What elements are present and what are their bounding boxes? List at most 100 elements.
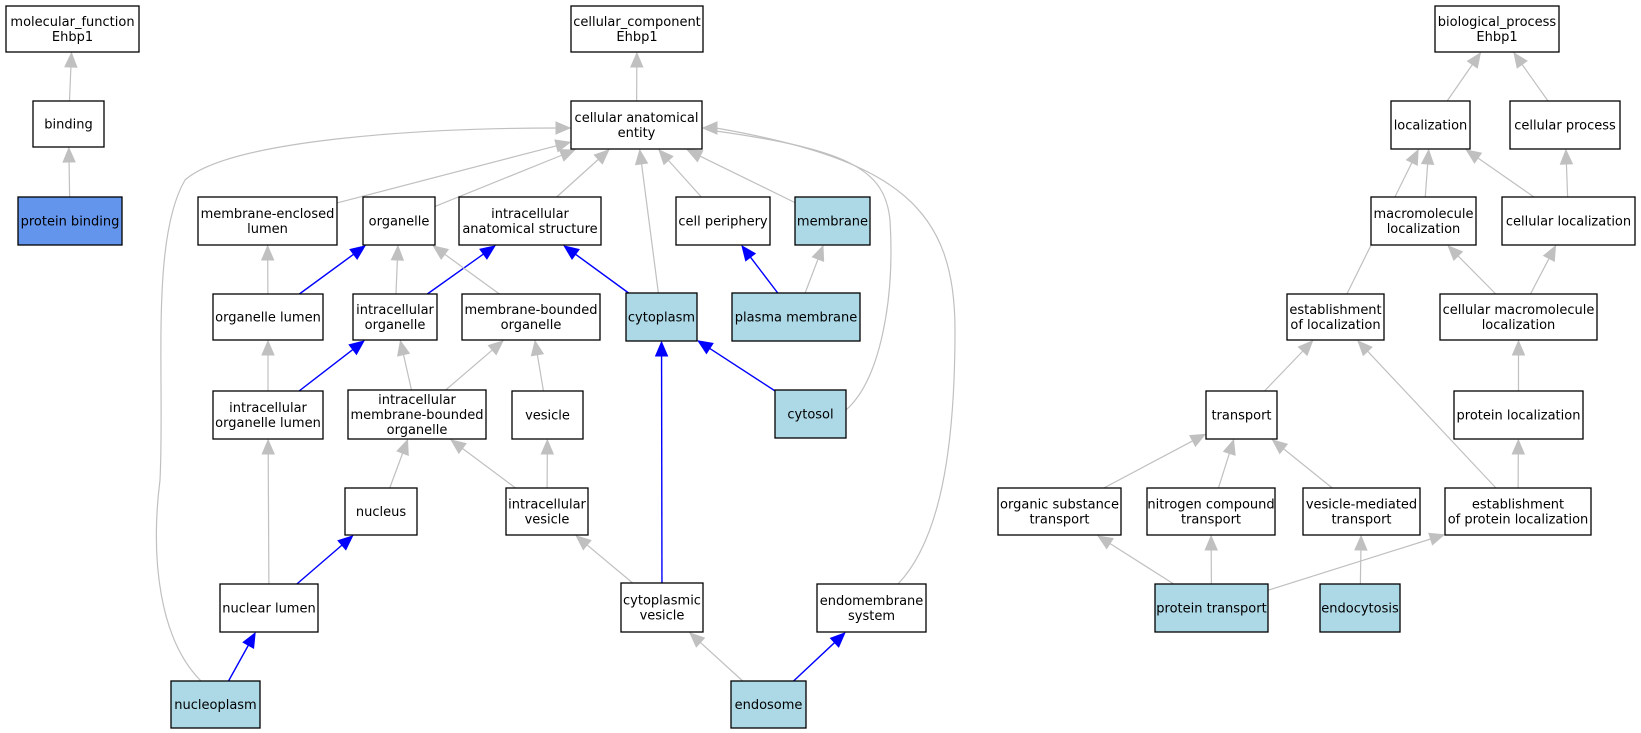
node-box [212,390,324,440]
node-organelle[interactable]: organelle [362,196,436,246]
node-protein-binding[interactable]: protein binding [17,196,123,246]
edge-nucleoplasm-to-cae [155,121,572,682]
node-plasmamem[interactable]: plasma membrane [731,292,861,342]
arrowhead [811,244,825,262]
arrowhead [1405,148,1419,166]
node-cellper[interactable]: cell periphery [675,196,771,246]
node-label-line: vesicle [525,513,570,528]
node-box [1501,196,1636,246]
node-nucleoplasm[interactable]: nucleoplasm [170,680,261,729]
node-label-line: organelle lumen [215,311,321,326]
edge-prottrans-to-nct [1204,534,1218,585]
node-label-line: localization [1482,318,1556,333]
node-vesicle[interactable]: vesicle [511,390,584,440]
node-box [461,293,601,341]
node-label-line: plasma membrane [735,311,858,326]
edge-line [68,66,72,102]
node-label: transport [1211,409,1271,424]
edge-line [586,544,634,584]
node-label-line: vesicle [525,409,570,424]
edge-line [402,354,413,391]
node-protloc[interactable]: protein localization [1453,390,1584,440]
edge-endosome-to-cytves [689,632,744,682]
edge-line [556,158,599,198]
arrowhead [1511,438,1526,455]
node-label: protein binding [21,215,120,230]
edge-organelle-to-cae [434,149,576,208]
node-nuclumen[interactable]: nuclear lumen [219,583,319,633]
arrowhead [1297,340,1314,357]
edge-endocytosis-to-vmt [1354,534,1368,585]
node-label: binding [44,118,92,133]
node-nucleus[interactable]: nucleus [344,487,418,536]
node-cytoplasm[interactable]: cytoplasm [625,292,698,342]
node-label-line: transport [1181,513,1241,528]
node-cytosol[interactable]: cytosol [774,389,847,439]
node-endosome[interactable]: endosome [730,680,807,729]
node-prottrans[interactable]: protein transport [1154,583,1269,633]
node-label: organelle lumen [215,311,321,326]
edge-intorg-to-ias [426,245,496,295]
node-cellloc[interactable]: cellular localization [1501,196,1636,246]
node-transport[interactable]: transport [1205,390,1278,440]
node-label-line: organelle [365,318,426,333]
node-box [774,389,847,439]
node-orglumen[interactable]: organelle lumen [212,293,324,341]
edge-prottrans-to-ost [1097,535,1175,585]
edge-membrane-to-cae [686,149,796,204]
node-endocytosis[interactable]: endocytosis [1319,583,1401,633]
arrowhead [1204,534,1218,551]
node-label: protein localization [1457,409,1581,424]
arrowhead [530,339,545,357]
node-binding[interactable]: binding [32,100,105,148]
arrowhead [555,121,572,135]
node-label-line: nuclear lumen [222,602,315,617]
edge-ias-to-cae [556,149,610,198]
node-label: nucleus [356,505,406,520]
arrowhead [654,340,669,357]
arrowhead [432,245,450,260]
node-label-line: localization [1387,222,1461,237]
edge-line [1477,157,1535,198]
node-label-line: anatomical structure [462,222,597,237]
node-box [1286,293,1385,341]
node-box [1205,390,1278,440]
node-cellproc[interactable]: cellular process [1509,100,1621,150]
node-label-line: transport [1331,513,1391,528]
node-label-line: intracellular [378,393,456,408]
edge-line [1283,448,1333,489]
arrowhead [686,149,704,163]
edge-line [1565,163,1569,198]
node-localization[interactable]: localization [1390,100,1471,150]
node-label-line: cellular macromolecule [1443,303,1595,318]
node-membrane[interactable]: membrane [794,196,871,246]
arrowhead [701,121,718,135]
edge-line [715,127,956,585]
